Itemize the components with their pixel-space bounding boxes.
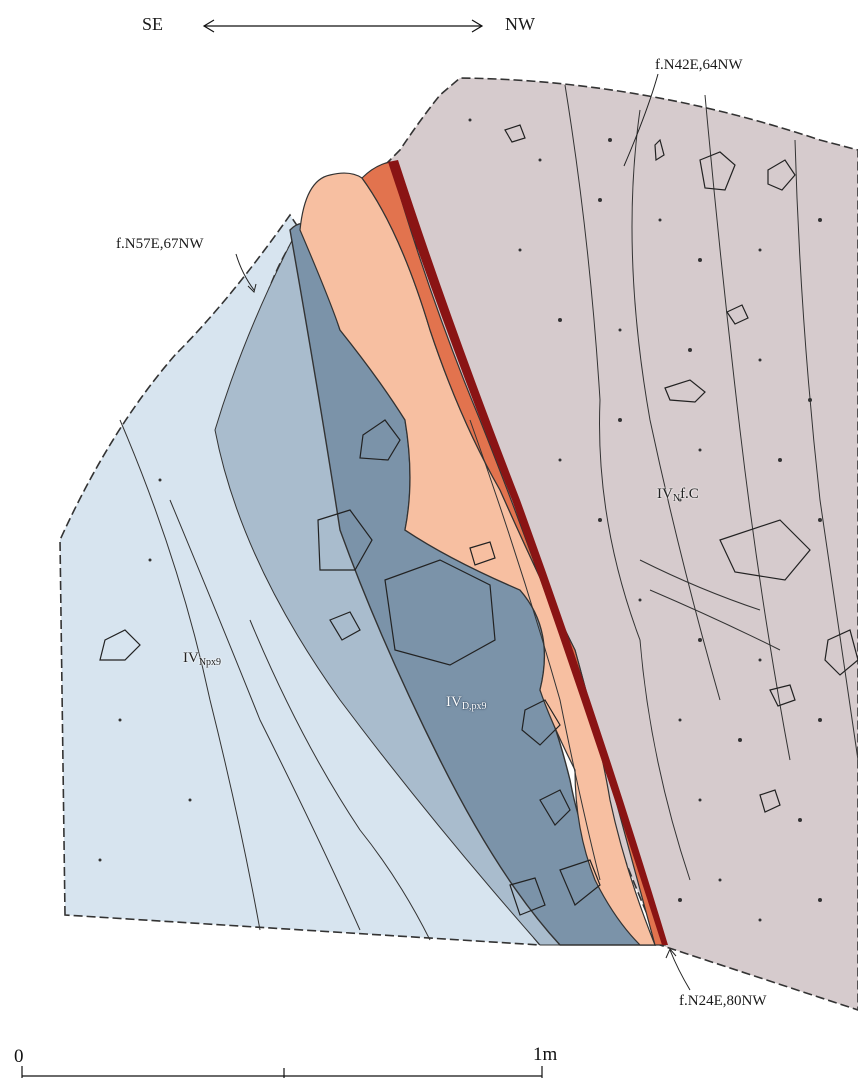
- orange-zone: [361, 161, 666, 946]
- orientation-arrow-icon: [202, 19, 484, 33]
- orientation-nw-label: NW: [505, 14, 535, 34]
- orientation-se-label: SE: [142, 14, 164, 34]
- fault-label-n42e: f.N42E,64NW: [655, 57, 743, 73]
- fault-gouge: [388, 160, 668, 945]
- unit-npx9-prefix: IV: [183, 650, 199, 666]
- scale-start-label: 0: [14, 1046, 24, 1067]
- scale-bar-icon: [21, 1066, 543, 1078]
- unit-ftc-prefix: IV: [657, 486, 673, 502]
- fault-leader-n57e-icon: [235, 253, 257, 293]
- scale-end-label: 1m: [533, 1044, 558, 1065]
- unit-label-npx9: IVNpx9: [183, 650, 221, 668]
- unit-dpx9-sub: D,px9: [461, 701, 487, 712]
- unit-ftc-suffix: f.C: [680, 486, 699, 502]
- fault-label-n57e: f.N57E,67NW: [116, 236, 204, 252]
- unit-npx9-sub: Npx9: [198, 657, 222, 668]
- fracture-lines: [119, 84, 858, 941]
- fault-label-n24e: f.N24E,80NW: [679, 993, 767, 1009]
- unit-dpx9-prefix: IV: [446, 694, 462, 710]
- unit-label-dpx9: IVD,px9: [446, 694, 487, 712]
- fault-leader-n24e-icon: [665, 948, 691, 991]
- fault-leader-n42e-icon: [623, 73, 659, 167]
- clasts: [99, 124, 858, 916]
- pebble-dots: [98, 118, 822, 922]
- unit-label-ftc: IVNf.C: [657, 486, 699, 504]
- unit-ftc-sub: N: [672, 493, 681, 504]
